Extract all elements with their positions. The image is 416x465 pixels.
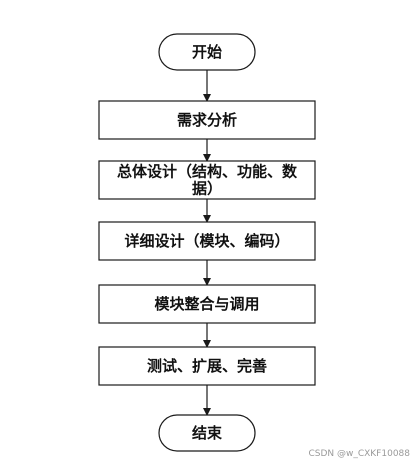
node-overall-design: 总体设计（结构、功能、数据） — [98, 160, 316, 200]
node-label: 模块整合与调用 — [154, 295, 259, 313]
process-box — [98, 346, 316, 386]
process-box — [98, 221, 316, 261]
node-label: 开始 — [192, 43, 222, 61]
node-label: 详细设计（模块、编码） — [124, 232, 289, 250]
node-requirements: 需求分析 — [98, 100, 316, 140]
terminal-shape — [158, 33, 256, 71]
node-label: 测试、扩展、完善 — [147, 357, 267, 375]
node-detailed-design: 详细设计（模块、编码） — [98, 221, 316, 261]
watermark: CSDN @w_CXKF10088 — [308, 449, 410, 459]
node-start: 开始 — [158, 33, 256, 71]
terminal-shape — [158, 414, 256, 452]
node-end: 结束 — [158, 414, 256, 452]
node-label: 总体设计（结构、功能、数 — [117, 163, 298, 181]
node-label: 需求分析 — [177, 111, 237, 129]
node-integration: 模块整合与调用 — [98, 284, 316, 324]
process-box — [98, 100, 316, 140]
node-testing: 测试、扩展、完善 — [98, 346, 316, 386]
node-label: 据） — [192, 180, 222, 198]
node-label: 结束 — [192, 424, 223, 442]
process-box — [98, 284, 316, 324]
process-box — [98, 160, 316, 200]
